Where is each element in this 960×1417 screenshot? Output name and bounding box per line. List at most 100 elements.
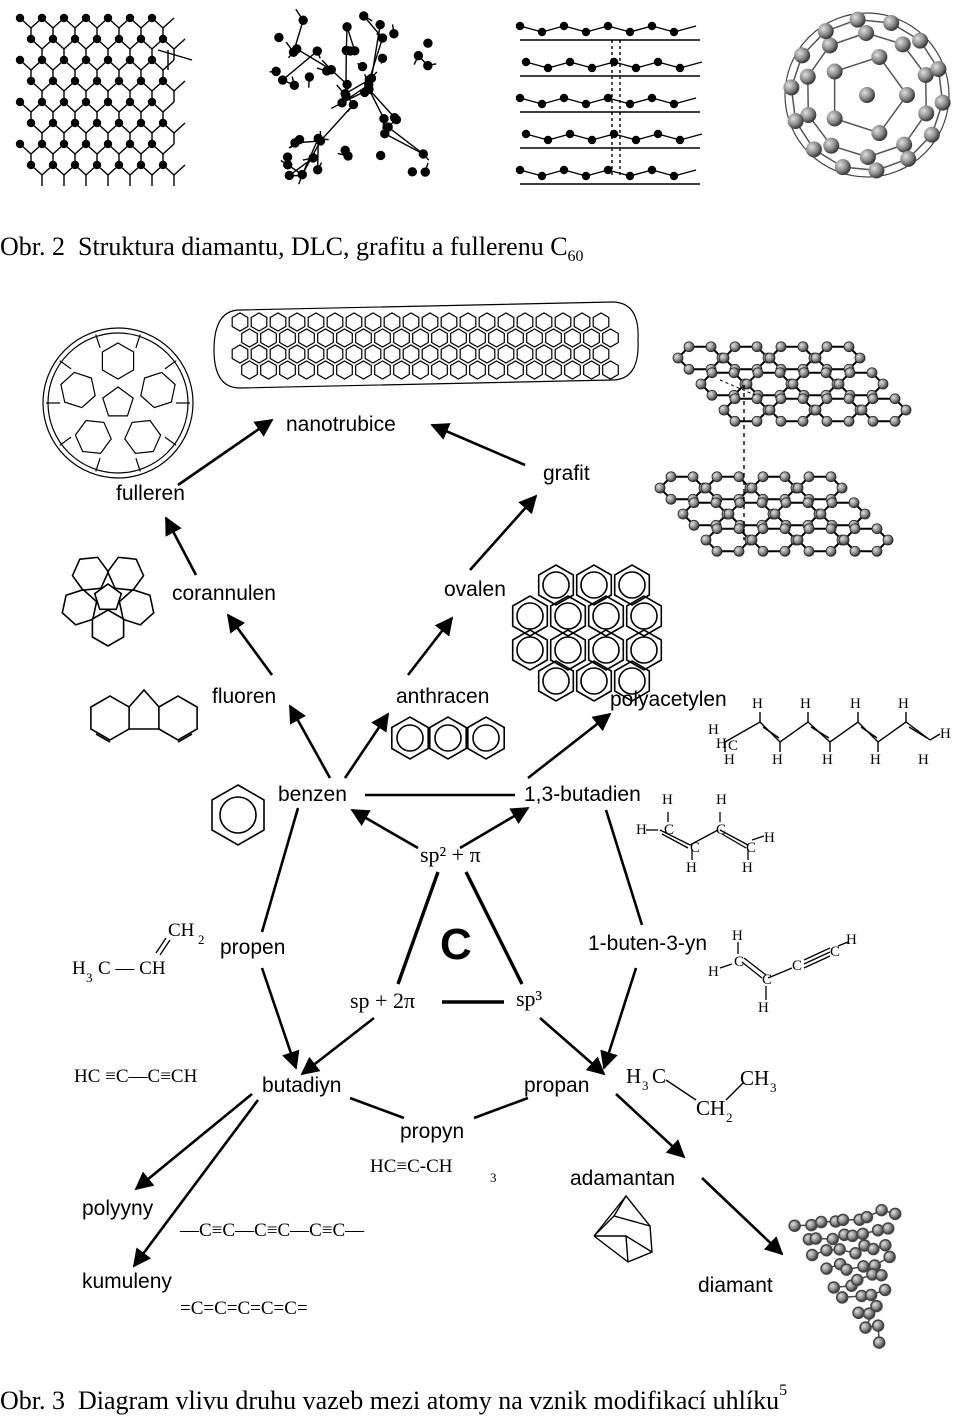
atom-h-14: H [716, 792, 727, 808]
label-butadien: 1,3-butadien [524, 783, 641, 806]
label-corannulen: corannulen [172, 582, 276, 605]
adamantane-drawing [593, 1194, 653, 1263]
fullerene-c60-image [783, 11, 951, 179]
figure-3-caption: Obr. 3 Diagram vlivu druhu vazeb mezi at… [0, 1382, 787, 1416]
atom-h-1: H [800, 696, 811, 712]
propane-ch2-sub: 2 [726, 1110, 733, 1125]
caption-text: Diagram vlivu druhu vazeb mezi atomy na … [78, 1386, 780, 1415]
atom-c-17: C [690, 840, 701, 856]
label-adamantan: adamantan [570, 1167, 676, 1190]
propene-ch2: CH [168, 920, 195, 941]
atom-c-16: C [664, 822, 675, 838]
caption-subscript: 60 [567, 248, 584, 265]
atom-h-9: H [822, 752, 833, 768]
propene-h3c: H [72, 958, 86, 979]
atom-c-28: C [792, 958, 803, 974]
label-anthracen: anthracen [396, 685, 490, 708]
label-grafit: grafit [543, 462, 590, 485]
butadiene-drawing [646, 812, 765, 860]
atom-h-4: H [708, 722, 719, 738]
diamond-structure-image [15, 13, 193, 186]
atom-h-21: H [686, 860, 697, 876]
propane-c: C [652, 1064, 667, 1088]
benzene-drawing [211, 784, 265, 846]
propene-rest: C — CH [98, 958, 166, 979]
atom-h-24: H [846, 932, 857, 948]
propane-ch3: CH [740, 1066, 770, 1090]
label-propan: propan [524, 1074, 590, 1097]
propane-h3c-sub: 3 [642, 1078, 649, 1093]
graphite-layers-drawing [654, 341, 912, 557]
atom-c-18: C [716, 822, 727, 838]
propane-drawing [665, 1079, 745, 1101]
atom-c-6: C [728, 738, 739, 754]
butenyne-drawing [719, 941, 849, 1000]
reaction-arrows [132, 418, 784, 1268]
graphite-structure-image [515, 21, 703, 185]
hybridization-sp2-label: sp² + π [420, 842, 481, 867]
fullerene-cage-drawing [42, 327, 194, 479]
atom-h-8: H [772, 752, 783, 768]
label-butadiyn: butadiyn [262, 1074, 342, 1097]
atom-h-30: H [758, 1000, 769, 1016]
atom-c-25: C [734, 954, 745, 970]
anthracene-drawing [390, 716, 506, 760]
atom-h-2: H [850, 696, 861, 712]
hybridization-sp-label: sp + 2π [350, 988, 416, 1013]
atom-h-26: H [708, 964, 719, 980]
propane-ch3-sub: 3 [770, 1080, 777, 1095]
propane-ch2: CH [696, 1096, 726, 1120]
label-nanotrubice: nanotrubice [286, 413, 396, 436]
atom-c-19: C [746, 840, 757, 856]
propane-h3c: H [626, 1064, 642, 1088]
caption-text: Struktura diamantu, DLC, grafitu a fulle… [78, 232, 568, 261]
atom-h-12: H [940, 726, 951, 742]
propene-h3c-sub: 3 [86, 970, 93, 985]
figure-2-caption: Obr. 2 Struktura diamantu, DLC, grafitu … [0, 232, 584, 266]
atom-h-5: H [716, 736, 727, 752]
nanotube-drawing [213, 301, 639, 389]
atom-c-29: C [830, 944, 841, 960]
label-propen: propen [220, 936, 286, 959]
label-propyn: propyn [400, 1120, 465, 1143]
butadiyn-formula: HC ≡C—C≡CH [74, 1066, 198, 1087]
caption-prefix: Obr. 2 [0, 232, 65, 261]
atom-h-20: H [764, 830, 775, 846]
atom-h-10: H [870, 752, 881, 768]
atom-h-22: H [742, 860, 753, 876]
atom-h-15: H [636, 822, 647, 838]
label-fluoren: fluoren [212, 685, 277, 708]
label-benzen: benzen [278, 783, 347, 806]
label-kumuleny: kumuleny [82, 1270, 172, 1293]
label-polyyny: polyyny [82, 1197, 154, 1220]
atom-h-13: H [662, 792, 673, 808]
kumuleny-formula: =C=C=C=C=C= [180, 1298, 308, 1319]
corannulene-drawing [61, 556, 155, 647]
polyacetylene-drawing [724, 712, 941, 752]
caption-superscript: 5 [779, 1382, 788, 1399]
label-ovalen: ovalen [444, 578, 506, 601]
dlc-structure-image [269, 8, 437, 185]
atom-h-11: H [918, 752, 929, 768]
label-polyacetylen: polyacetylen [610, 688, 727, 711]
caption-prefix: Obr. 3 [0, 1386, 65, 1415]
label-butenyn: 1-buten-3-yn [588, 932, 708, 955]
hybridization-sp3-label: sp³ [516, 986, 543, 1011]
diamond-ball-model [788, 1203, 902, 1349]
atom-h-7: H [724, 752, 735, 768]
atom-h-3: H [898, 696, 909, 712]
propene-drawing [155, 937, 171, 956]
label-fulleren: fulleren [116, 482, 185, 505]
propyn-formula: HC≡C-CH [370, 1156, 453, 1177]
propyn-formula-subscript: 3 [490, 1170, 497, 1185]
polyyny-formula: —C≡C—C≡C—C≡C— [180, 1220, 365, 1241]
label-diamant: diamant [698, 1274, 773, 1297]
fluorene-drawing [90, 688, 198, 743]
ovalene-drawing [511, 564, 663, 702]
atom-c-27: C [762, 972, 773, 988]
center-carbon-symbol: C [440, 920, 472, 969]
atom-h-0: H [752, 696, 763, 712]
atom-h-23: H [732, 928, 743, 944]
propene-ch2-sub: 2 [198, 932, 205, 947]
